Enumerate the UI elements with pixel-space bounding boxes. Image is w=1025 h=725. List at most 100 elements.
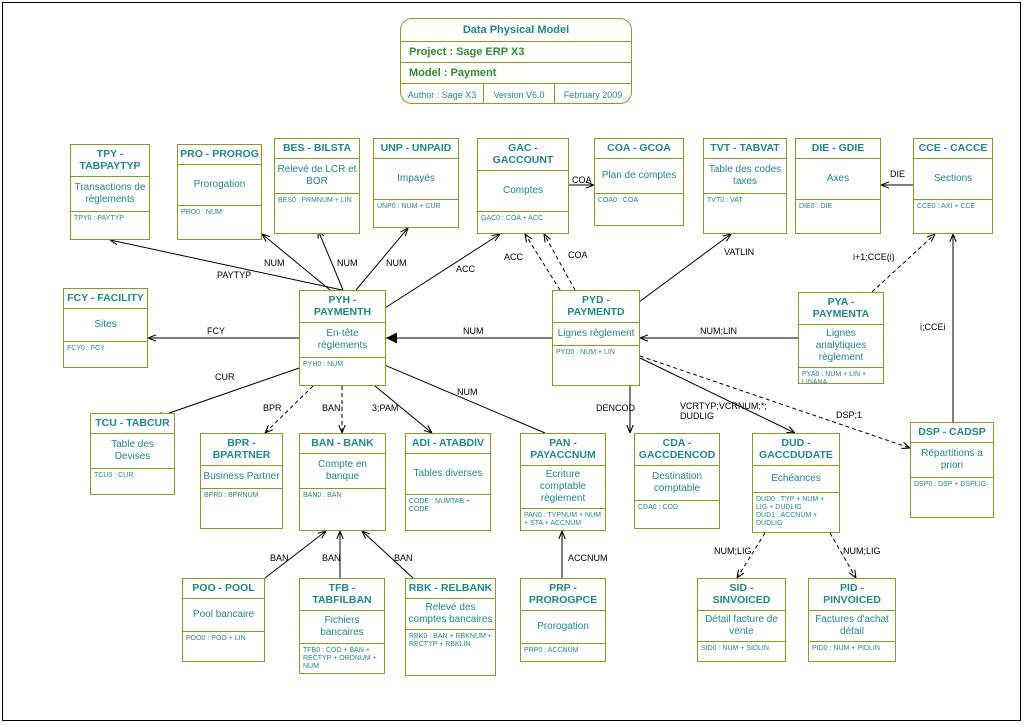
link-label-numlig-sid: NUM;LIG [714, 546, 752, 556]
entity-name: Plan de comptes [595, 158, 683, 193]
link-label-fcy: FCY [207, 326, 225, 336]
link-label-ban-rbk: BAN [394, 553, 413, 563]
entity-name: Fichiers bancaires [300, 610, 384, 643]
entity-name: Relevé des comptes bancaires [406, 598, 495, 629]
link-pyd-gac-coa [544, 234, 576, 291]
entity-keys: PAN0 : TYPNUM + NUM + STA + ACCNUM [521, 508, 605, 530]
link-label-num-pyd: NUM [463, 326, 484, 336]
entity-keys: PYH0 : NUM [300, 357, 385, 372]
entity-name: Comptes [478, 170, 568, 211]
entity-keys: PYA0 : NUM + LIN + LINANA [799, 367, 883, 383]
entity-keys: PRP0 : ACCNUM [521, 643, 605, 658]
entity-name: Pool bancaire [183, 598, 264, 631]
entity-cce[interactable]: CCE - CACCE Sections CCE0 : AXI + CCE [913, 138, 993, 234]
entity-gac[interactable]: GAC - GACCOUNT Comptes GAC0 : COA + ACC [477, 138, 569, 234]
entity-tcu[interactable]: TCU - TABCUR Table des Devises TCU0 : CU… [90, 413, 175, 495]
entity-prp[interactable]: PRP - PROROGPCE Prorogation PRP0 : ACCNU… [520, 578, 606, 662]
entity-tpy[interactable]: TPY - TABPAYTYP Transactions de règlemen… [70, 144, 150, 240]
date: February 2009 [563, 90, 623, 100]
link-dud-pid [829, 532, 856, 578]
link-label-ban-poo: BAN [270, 553, 289, 563]
entity-pyd[interactable]: PYD - PAYMENTD Lignes règlement PYD0 : N… [552, 290, 640, 386]
entity-tfb[interactable]: TFB - TABFILBAN Fichiers bancaires TFB0 … [299, 578, 385, 674]
entity-poo[interactable]: POO - POOL Pool bancaire POO0 : POO + LI… [182, 578, 265, 662]
link-label-vcrtyp: VCRTYP;VCRNUM;*; DUDLIG [680, 401, 767, 421]
entity-name: Ecriture comptable règlement [521, 465, 605, 508]
entity-unp[interactable]: UNP - UNPAID Impayés UNP0 : NUM + CUR [373, 138, 459, 228]
entity-name: Sections [914, 158, 992, 199]
link-label-acc-pyh: ACC [456, 264, 476, 274]
entity-title: PYH - PAYMENTH [313, 294, 372, 318]
entity-title: TFB - TABFILBAN [312, 582, 372, 606]
entity-keys: PYD0 : NUM + LIN [553, 345, 639, 360]
entity-pya[interactable]: PYA - PAYMENTA Lignes analytiques règlem… [798, 292, 884, 384]
entity-dsp[interactable]: DSP - CADSP Répartitions a priori DSP0 :… [910, 422, 994, 518]
entity-name: Lignes règlement [553, 322, 639, 345]
entity-ban[interactable]: BAN - BANK Compte en banque BAN0 : BAN [299, 433, 386, 531]
entity-adi[interactable]: ADI - ATABDIV Tables diverses CODE : NUM… [405, 433, 491, 531]
entity-die[interactable]: DIE - GDIE Axes DIE0 : DIE [795, 138, 881, 234]
entity-name: Tables diverses [406, 453, 490, 494]
entity-title: SID - SINVOICED [712, 582, 771, 606]
model-name: Model : Payment [401, 62, 631, 83]
link-poo-ban [264, 531, 326, 579]
entity-title: DSP - CADSP [918, 426, 986, 438]
link-pyd-tvt [638, 234, 731, 303]
entity-name: Prorogation [178, 164, 261, 205]
entity-name: Relevé de LCR et BOR [275, 158, 359, 193]
entity-title: TVT - TABVAT [710, 142, 780, 154]
link-label-cce-pya: i+1;CCE(i) [853, 252, 895, 262]
entity-pyh[interactable]: PYH - PAYMENTH En-tête règlements PYH0 :… [299, 290, 386, 386]
entity-keys: RBK0 : BAN + RBKNUM + RECTYP + RBKLIN [406, 629, 495, 652]
link-pyh-gac [384, 234, 500, 309]
link-label-bpr: BPR [263, 403, 282, 413]
link-label-num-pan: NUM [457, 387, 478, 397]
entity-name: Echéances [753, 465, 839, 492]
entity-keys: SID0 : NUM + SIDLIN [698, 641, 785, 656]
entity-name: Détail facture de vente [698, 610, 785, 641]
link-label-paytyp: PAYTYP [217, 270, 252, 280]
entity-title: PYD - PAYMENTD [567, 294, 625, 318]
author: Author : Sage X3 [401, 84, 484, 103]
entity-title: PRO - PROROG [180, 148, 259, 160]
entity-name: En-tête règlements [300, 322, 385, 357]
entity-sid[interactable]: SID - SINVOICED Détail facture de vente … [697, 578, 786, 662]
entity-title: PAN - PAYACCNUM [530, 437, 596, 461]
entity-title: PYA - PAYMENTA [812, 296, 870, 320]
title-footer: Author : Sage X3 Version V6.0 February 2… [401, 83, 631, 103]
link-pyd-dud [639, 357, 795, 433]
entity-name: Axes [796, 158, 880, 199]
entity-keys: BPR0 : BPRNUM [201, 488, 282, 503]
link-pyh-tcu [155, 365, 306, 418]
entity-keys: BES0 : FRMNUM + LIN [275, 193, 359, 208]
entity-tvt[interactable]: TVT - TABVAT Table des codes taxes TVT0 … [703, 138, 787, 234]
entity-name: Compte en banque [300, 453, 385, 488]
entity-keys: UNP0 : NUM + CUR [374, 199, 458, 214]
entity-rbk[interactable]: RBK - RELBANK Relevé des comptes bancair… [405, 578, 496, 676]
entity-fcy[interactable]: FCY - FACILITY Sites FCY0 : FCY [63, 288, 148, 368]
entity-dud[interactable]: DUD - GACCDUDATE Echéances DUD0 : TYP + … [752, 433, 840, 533]
link-pyh-unp [355, 228, 408, 291]
entity-title: POO - POOL [192, 582, 255, 594]
project-name: Project : Sage ERP X3 [401, 41, 631, 62]
title-block: Data Physical Model Project : Sage ERP X… [400, 18, 632, 104]
entity-keys: FCY0 : FCY [64, 341, 147, 356]
entity-coa[interactable]: COA - GCOA Plan de comptes COA0 : COA [594, 138, 684, 226]
link-label-acc-pyd: ACC [504, 252, 524, 262]
entity-pid[interactable]: PID - PINVOICED Factures d'achat détail … [808, 578, 896, 662]
link-label-accnum: ACCNUM [568, 553, 608, 563]
entity-title: BES - BILSTA [282, 142, 352, 154]
entity-cda[interactable]: CDA - GACCDENCOD Destination comptable C… [634, 433, 720, 529]
version: Version V6.0 [484, 84, 555, 103]
link-label-coa-gac: COA [572, 175, 592, 185]
entity-name: Sites [64, 308, 147, 341]
entity-keys: TFB0 : COD + BAN + RECTYP + ORDNUM + NUM [300, 643, 384, 673]
entity-pro[interactable]: PRO - PROROG Prorogation PRO0 : NUM [177, 144, 262, 240]
entity-bpr[interactable]: BPR - BPARTNER Business Partner BPR0 : B… [200, 433, 283, 529]
link-label-die: DIE [890, 169, 906, 179]
entity-bes[interactable]: BES - BILSTA Relevé de LCR et BOR BES0 :… [274, 138, 360, 234]
entity-title: CDA - GACCDENCOD [638, 437, 716, 461]
entity-title: GAC - GACCOUNT [492, 142, 554, 166]
entity-pan[interactable]: PAN - PAYACCNUM Ecriture comptable règle… [520, 433, 606, 531]
